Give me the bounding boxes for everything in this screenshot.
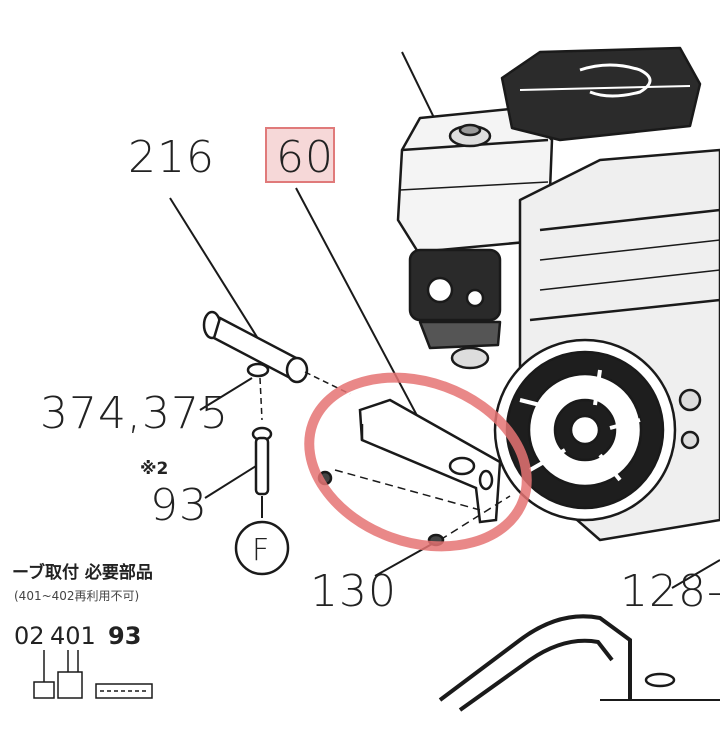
circle-f-label: F xyxy=(252,533,269,568)
callout-216: 216 xyxy=(128,132,215,183)
parts-col-02: 02 xyxy=(14,622,45,650)
parts-table-subtitle: (401~402再利用不可) xyxy=(14,589,139,603)
callout-128: 128- xyxy=(620,566,720,617)
parts-col-93: 93 xyxy=(108,622,141,650)
parts-table-title: ーブ取付 必要部品 xyxy=(12,562,153,583)
highlight-ring-60 xyxy=(304,372,532,552)
part-93-bolt xyxy=(204,426,290,576)
part-374-375-washer xyxy=(199,362,270,421)
callout-130: 130 xyxy=(310,566,397,617)
highlight-box-60 xyxy=(265,127,335,183)
note-mark: ※2 xyxy=(140,459,168,479)
part-60-bracket xyxy=(295,187,511,577)
part-128-handle xyxy=(438,559,720,712)
callout-374-375: 374,375 xyxy=(40,388,229,439)
callout-93: 93 xyxy=(150,480,208,531)
part-216-pin xyxy=(169,197,351,395)
parts-col-401: 401 xyxy=(50,622,96,650)
parts-table: ーブ取付 必要部品 (401~402再利用不可) 02 401 93 xyxy=(12,562,153,699)
callout-60: 60 xyxy=(276,132,334,183)
engine-illustration xyxy=(396,46,720,542)
